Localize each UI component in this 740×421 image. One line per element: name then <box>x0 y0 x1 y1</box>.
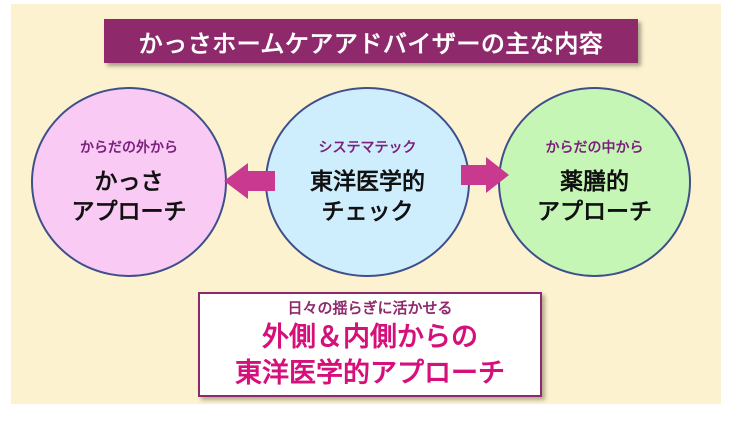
page-title: かっさホームケアアドバイザーの主な内容 <box>104 19 638 63</box>
circle-inner-approach: からだの中から 薬膳的 アプローチ <box>498 87 691 277</box>
summary-subtitle: 日々の揺らぎに活かせる <box>287 299 453 317</box>
circle-check-title: 東洋医学的 チェック <box>310 169 425 225</box>
summary-line-2: 東洋医学的アプローチ <box>235 358 505 389</box>
summary-box: 日々の揺らぎに活かせる 外側＆内側からの 東洋医学的アプローチ <box>198 292 542 397</box>
circle-check: システマテック 東洋医学的 チェック <box>265 87 470 277</box>
circle-outer-approach: からだの外から かっさ アプローチ <box>31 87 227 277</box>
circle-outer-title: かっさ アプローチ <box>71 169 187 225</box>
summary-line-1: 外側＆内側からの <box>262 322 478 353</box>
circle-inner-title: 薬膳的 アプローチ <box>537 169 652 225</box>
circle-check-subtitle: システマテック <box>318 140 417 156</box>
circle-outer-subtitle: からだの外から <box>80 140 178 156</box>
circle-inner-subtitle: からだの中から <box>545 140 644 156</box>
